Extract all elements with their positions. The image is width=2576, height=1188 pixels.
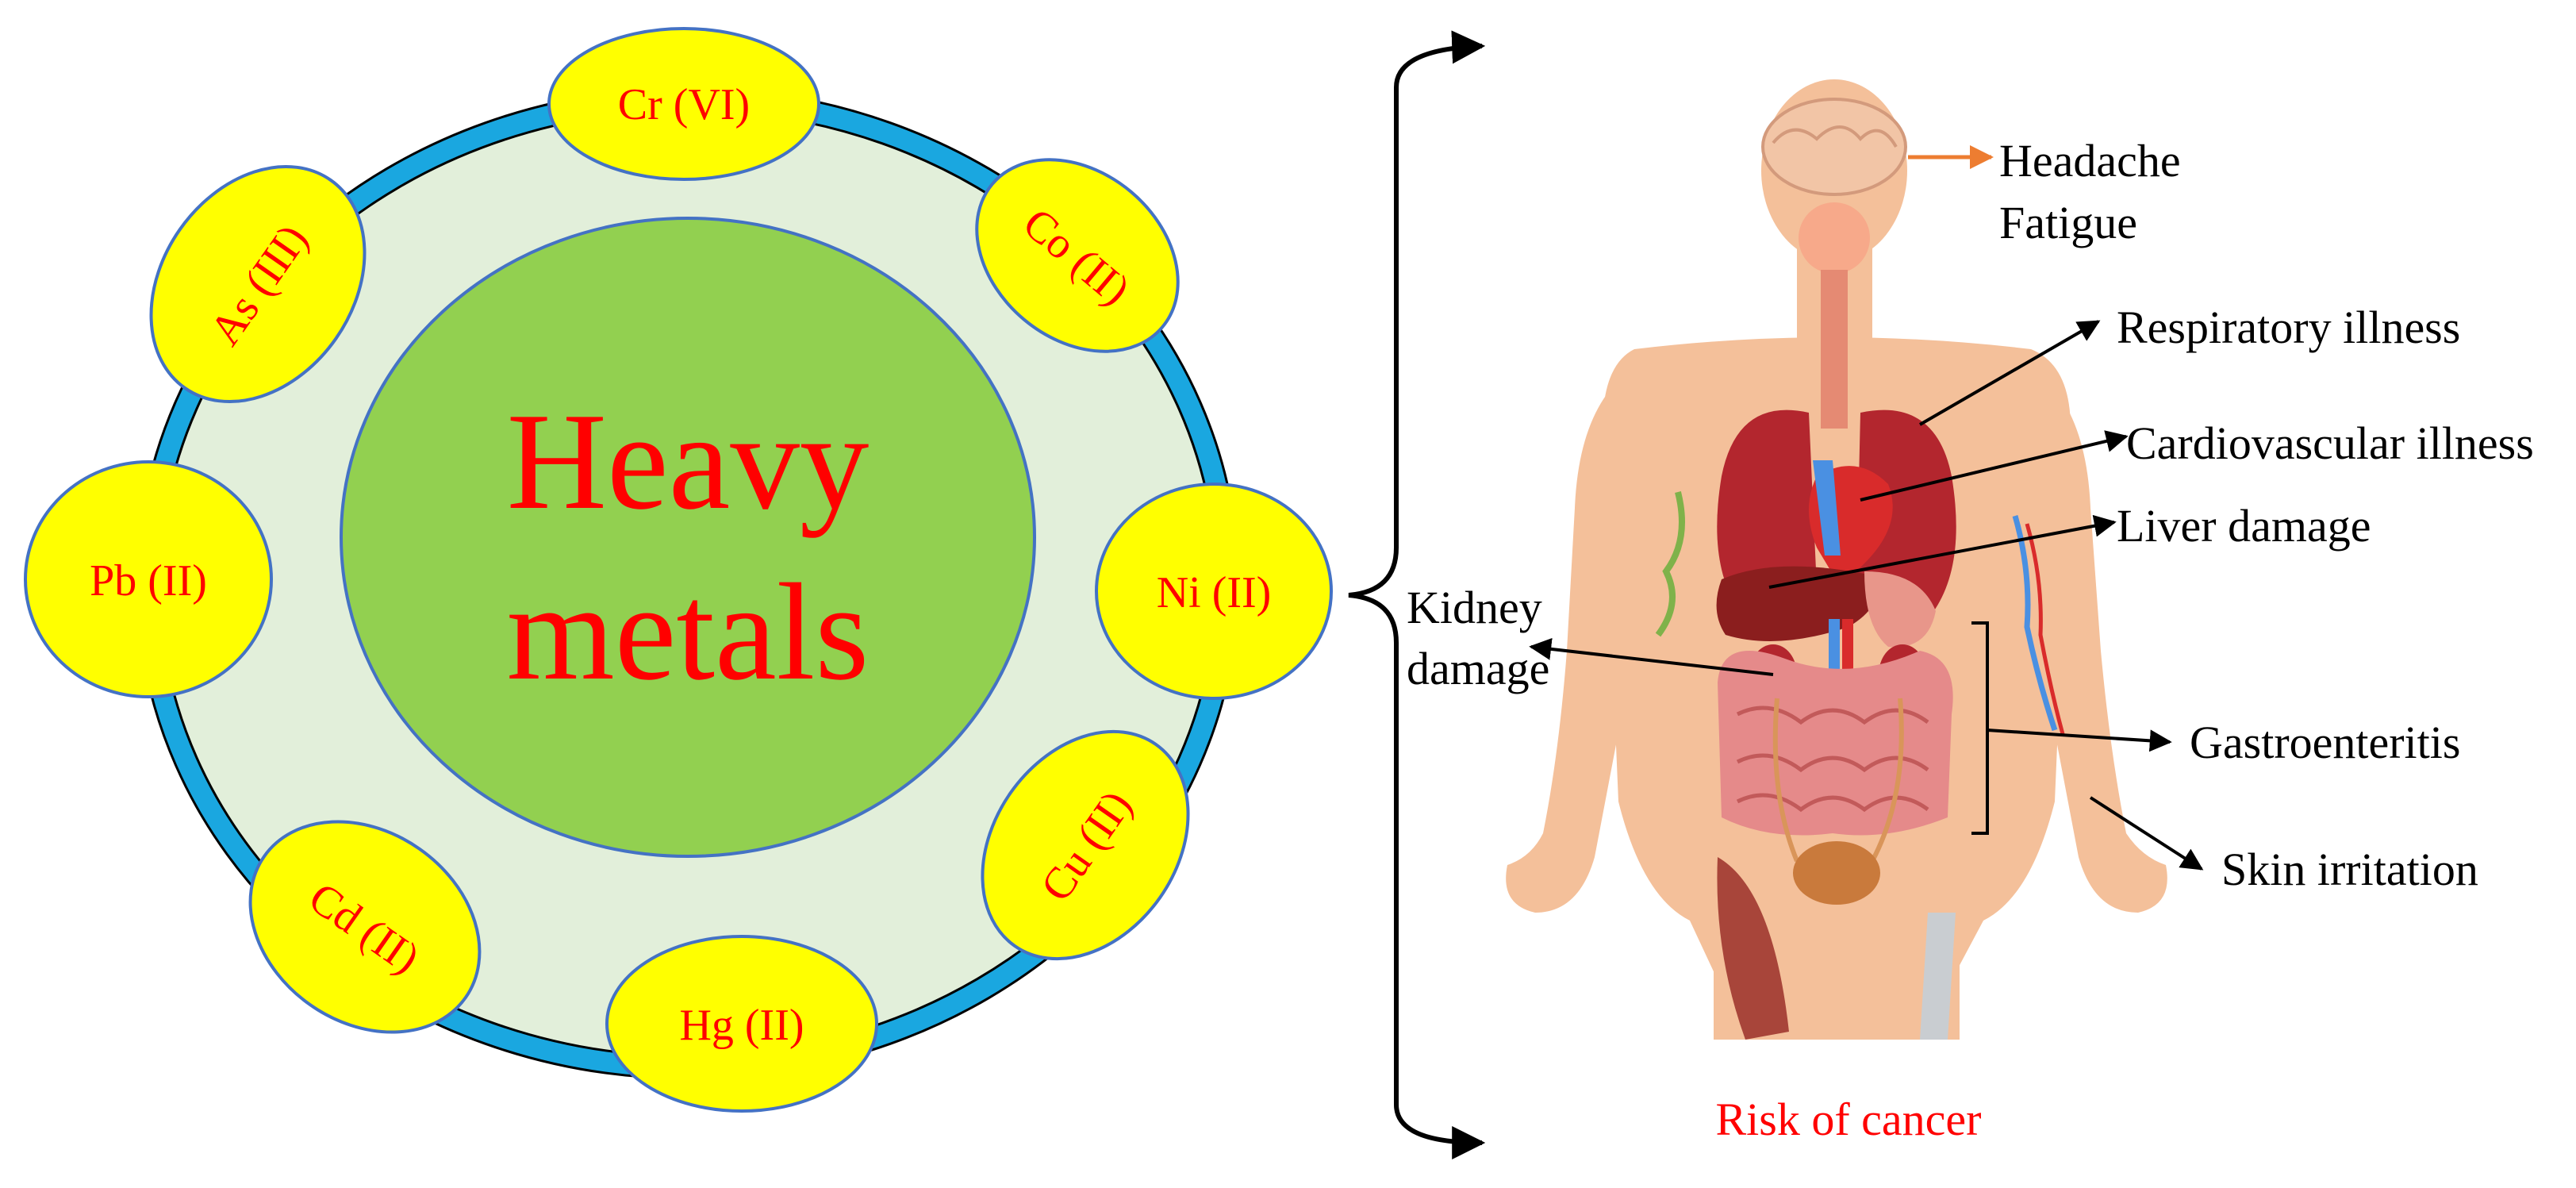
center-title-line2: metals (507, 555, 870, 709)
label-respiratory: Respiratory illness (2117, 302, 2460, 353)
human-body-illustration (1506, 79, 2167, 1040)
metals-wheel: Heavy metals Cr (VI) Co (II) Ni (II) Cu … (24, 27, 1333, 1113)
metal-hg: Hg (II) (605, 935, 878, 1113)
effects: Headache Fatigue Respiratory illness Car… (1407, 135, 2534, 1145)
label-gastro: Gastroenteritis (2190, 717, 2460, 768)
metal-cd: Cd (II) (248, 820, 482, 1034)
metal-ni: Ni (II) (1095, 483, 1333, 700)
label-cancer: Risk of cancer (1716, 1094, 1982, 1145)
metal-co: Co (II) (975, 158, 1180, 353)
label-cardiovascular: Cardiovascular illness (2126, 417, 2534, 469)
metal-label-ni: Ni (II) (1157, 568, 1272, 617)
label-liver: Liver damage (2117, 500, 2371, 552)
metal-label-cr: Cr (VI) (618, 80, 750, 129)
label-skin: Skin irritation (2221, 844, 2478, 895)
metal-label-hg: Hg (II) (679, 1001, 804, 1050)
label-headache: Headache (1999, 135, 2181, 186)
label-fatigue: Fatigue (1999, 197, 2137, 248)
center-title-line1: Heavy (507, 384, 870, 538)
brain-icon (1761, 98, 1907, 196)
curly-brace (1348, 30, 1486, 1159)
arrow-skin (2089, 796, 2204, 871)
gastro-bracket (1971, 621, 2170, 835)
metal-cr: Cr (VI) (547, 27, 820, 181)
label-kidney-line1: Kidney (1407, 582, 1542, 633)
metal-as: As (III) (149, 164, 367, 404)
arrow-liver (1768, 514, 2117, 589)
intestines-icon (1718, 651, 1953, 836)
metal-cu: Cu (II) (981, 729, 1190, 961)
arrow-kidney (1529, 637, 1774, 676)
arrow-cardiovascular (1860, 430, 2129, 502)
metal-pb: Pb (II) (24, 460, 273, 698)
arrow-respiratory (1918, 320, 2101, 426)
metal-label-pb: Pb (II) (90, 556, 207, 606)
center-circle (340, 217, 1036, 858)
label-kidney-line2: damage (1407, 643, 1549, 694)
